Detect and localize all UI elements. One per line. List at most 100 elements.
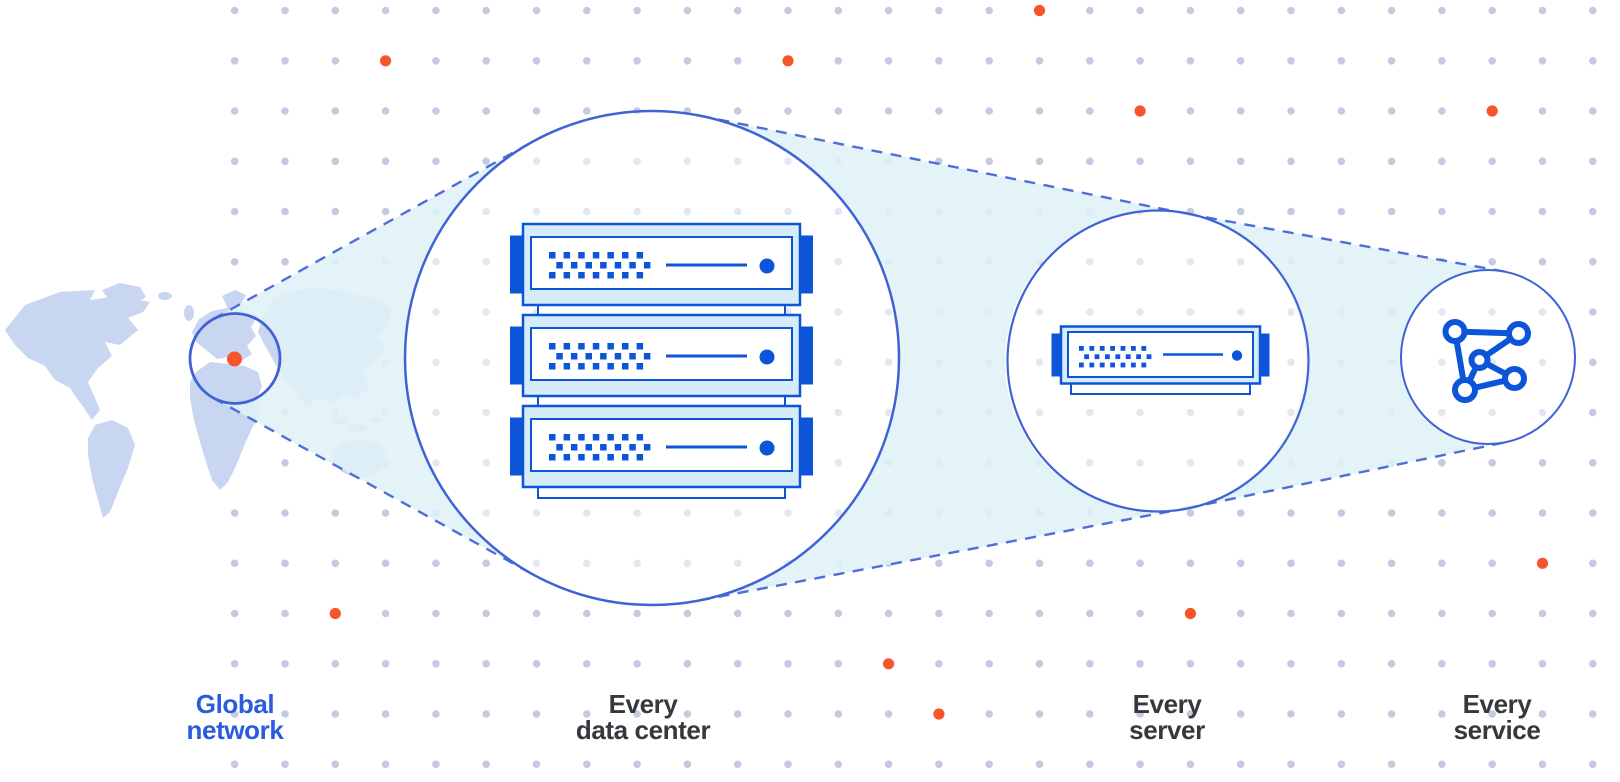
- grid-dot: [1538, 57, 1547, 65]
- vent-dot: [592, 343, 600, 350]
- grid-dot: [1086, 57, 1094, 65]
- label-every-data-center: Every data center: [576, 689, 711, 743]
- grid-dot: [633, 6, 641, 15]
- dashed-line-server-service-top: [1186, 212, 1505, 273]
- grid-dot: [1538, 760, 1547, 769]
- grid-dot: [1236, 660, 1245, 668]
- grid-dot: [834, 57, 843, 65]
- dashed-line-datacenter-server-bottom: [699, 507, 1188, 602]
- continent-north-america: [5, 290, 150, 420]
- grid-dot: [1387, 157, 1396, 166]
- grid-dot: [985, 710, 993, 718]
- vent-dot: [578, 454, 585, 461]
- grid-dot: [1589, 760, 1597, 769]
- grid-dot: [1287, 660, 1295, 668]
- grid-dot: [1086, 609, 1094, 618]
- grid-dot: [784, 107, 792, 115]
- grid-dot: [381, 107, 390, 115]
- grid-dot: [733, 6, 742, 15]
- grid-dot: [1086, 710, 1094, 718]
- grid-dot: [784, 710, 792, 718]
- grid-dot: [1438, 559, 1446, 568]
- vent-dot: [607, 434, 614, 441]
- vent-dot: [607, 454, 614, 461]
- grid-dot: [935, 57, 943, 65]
- vent-dot: [563, 272, 571, 279]
- grid-dot: [482, 107, 491, 115]
- vent-dot: [622, 363, 629, 370]
- grid-dot: [432, 57, 440, 65]
- server-unit: [510, 222, 813, 307]
- grid-dot: [381, 509, 390, 517]
- magnifier-circle: [188, 312, 282, 405]
- grid-dot: [884, 57, 893, 65]
- vent-dot: [614, 444, 622, 451]
- vent-dot: [1110, 346, 1115, 351]
- vent-dot: [1079, 362, 1084, 368]
- vent-dot: [592, 252, 600, 259]
- grid-dot: [1287, 107, 1295, 115]
- grid-dot: [834, 710, 843, 718]
- grid-dot: [230, 107, 239, 115]
- label-line: server: [1129, 715, 1205, 745]
- grid-dot: [1438, 459, 1446, 467]
- grid-dot: [1186, 760, 1195, 769]
- label-every-server: Every server: [1129, 691, 1205, 743]
- grid-dot: [532, 107, 541, 115]
- vent-dot: [1094, 354, 1100, 360]
- accent-dot: [933, 708, 945, 720]
- grid-dot: [432, 559, 440, 568]
- vent-dot: [629, 444, 636, 451]
- grid-dot: [1287, 6, 1295, 15]
- grid-dot: [281, 157, 289, 166]
- grid-dot: [432, 157, 440, 166]
- grid-dot: [1236, 760, 1245, 769]
- grid-dot: [1438, 609, 1446, 618]
- server-side-tab: [1260, 333, 1270, 377]
- vent-dot: [578, 434, 585, 441]
- grid-dot: [532, 609, 541, 618]
- grid-dot: [1387, 609, 1396, 618]
- grid-dot: [583, 760, 591, 769]
- grid-dot: [381, 660, 390, 668]
- grid-dot: [1589, 157, 1597, 166]
- grid-dot: [1387, 660, 1396, 668]
- grid-dot: [1337, 559, 1346, 568]
- grid-dot: [733, 107, 742, 115]
- mesh-node: [1452, 377, 1478, 403]
- vent-dot: [622, 343, 629, 350]
- grid-dot: [1086, 559, 1094, 568]
- grid-dot: [683, 609, 692, 618]
- grid-dot: [583, 609, 591, 618]
- grid-dot: [1136, 710, 1144, 718]
- vent-dot: [592, 272, 600, 279]
- grid-dot: [331, 57, 340, 65]
- grid-dot: [281, 459, 289, 467]
- grid-dot: [1035, 107, 1044, 115]
- grid-dot: [230, 207, 239, 216]
- grid-dot: [482, 660, 491, 668]
- grid-dot: [331, 509, 340, 517]
- grid-dot: [432, 760, 440, 769]
- vent-dot: [622, 252, 629, 259]
- grid-dot: [1438, 710, 1446, 718]
- vent-dot: [1089, 346, 1095, 351]
- vent-dot: [578, 272, 585, 279]
- grid-dot: [1236, 559, 1245, 568]
- vent-dot: [549, 272, 556, 279]
- server-side-tab: [800, 417, 813, 476]
- grid-dot: [985, 660, 993, 668]
- grid-dot: [1438, 660, 1446, 668]
- continent-south-america: [88, 420, 135, 518]
- vent-dot: [636, 434, 644, 441]
- vent-dot: [636, 252, 644, 259]
- grid-dot: [281, 710, 289, 718]
- grid-dot: [1086, 760, 1094, 769]
- accent-dot: [1536, 557, 1549, 569]
- vent-dot: [1136, 354, 1141, 360]
- grid-dot: [1589, 710, 1597, 718]
- grid-dot: [1438, 157, 1446, 166]
- label-line: Every: [608, 689, 678, 719]
